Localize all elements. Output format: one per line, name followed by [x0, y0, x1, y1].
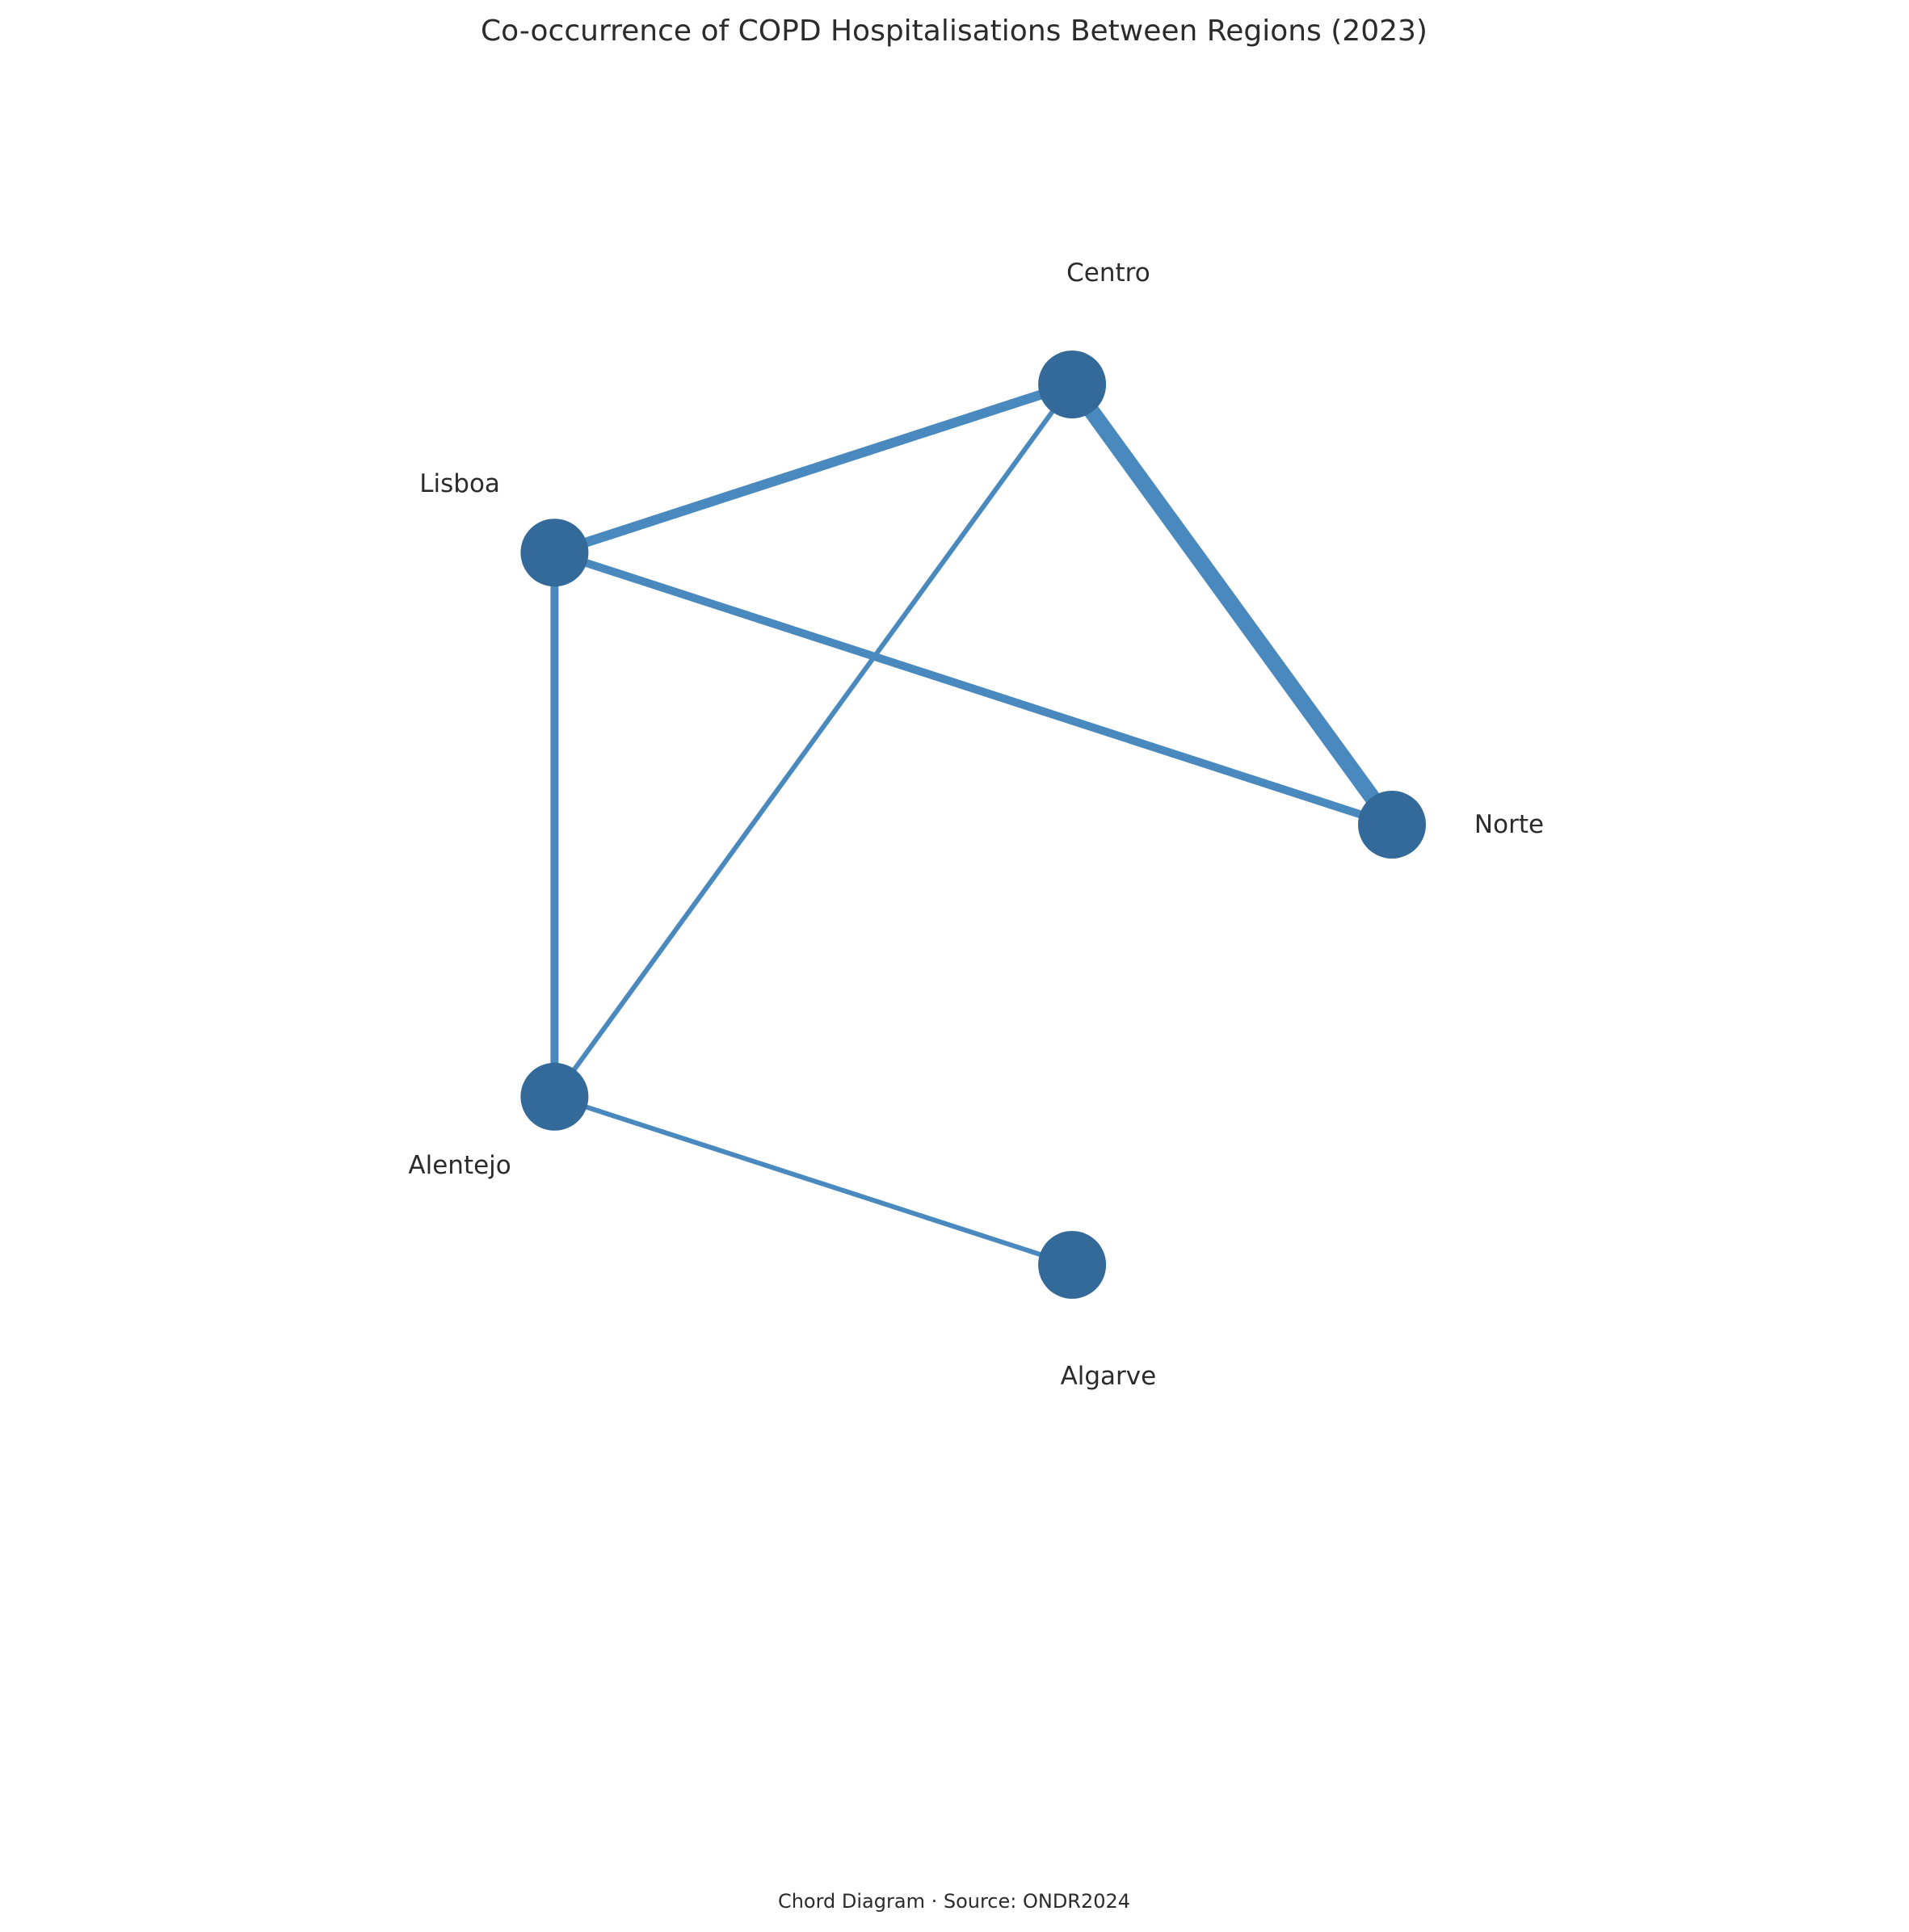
node-label-lisboa: Lisboa: [419, 469, 500, 498]
node-centro: [1038, 351, 1107, 418]
edge-centro-alentejo: [552, 383, 1074, 1098]
node-algarve: [1038, 1231, 1107, 1299]
edge-centro-norte: [1066, 380, 1399, 830]
node-label-centro: Centro: [1066, 258, 1150, 288]
nodes-layer: [520, 351, 1426, 1299]
node-lisboa: [520, 519, 589, 587]
diagram-title: Co-occurrence of COPD Hospitalisations B…: [481, 15, 1428, 48]
edge-lisboa-norte: [553, 548, 1394, 829]
edge-centro-lisboa: [553, 380, 1074, 557]
diagram-caption: Chord Diagram · Source: ONDR2024: [778, 1890, 1130, 1913]
edges-layer: [550, 380, 1399, 1267]
node-label-norte: Norte: [1474, 810, 1544, 839]
node-alentejo: [520, 1062, 589, 1131]
node-label-alentejo: Alentejo: [408, 1151, 511, 1180]
edge-alentejo-algarve: [553, 1094, 1074, 1267]
node-label-algarve: Algarve: [1061, 1362, 1157, 1391]
node-norte: [1358, 791, 1426, 859]
